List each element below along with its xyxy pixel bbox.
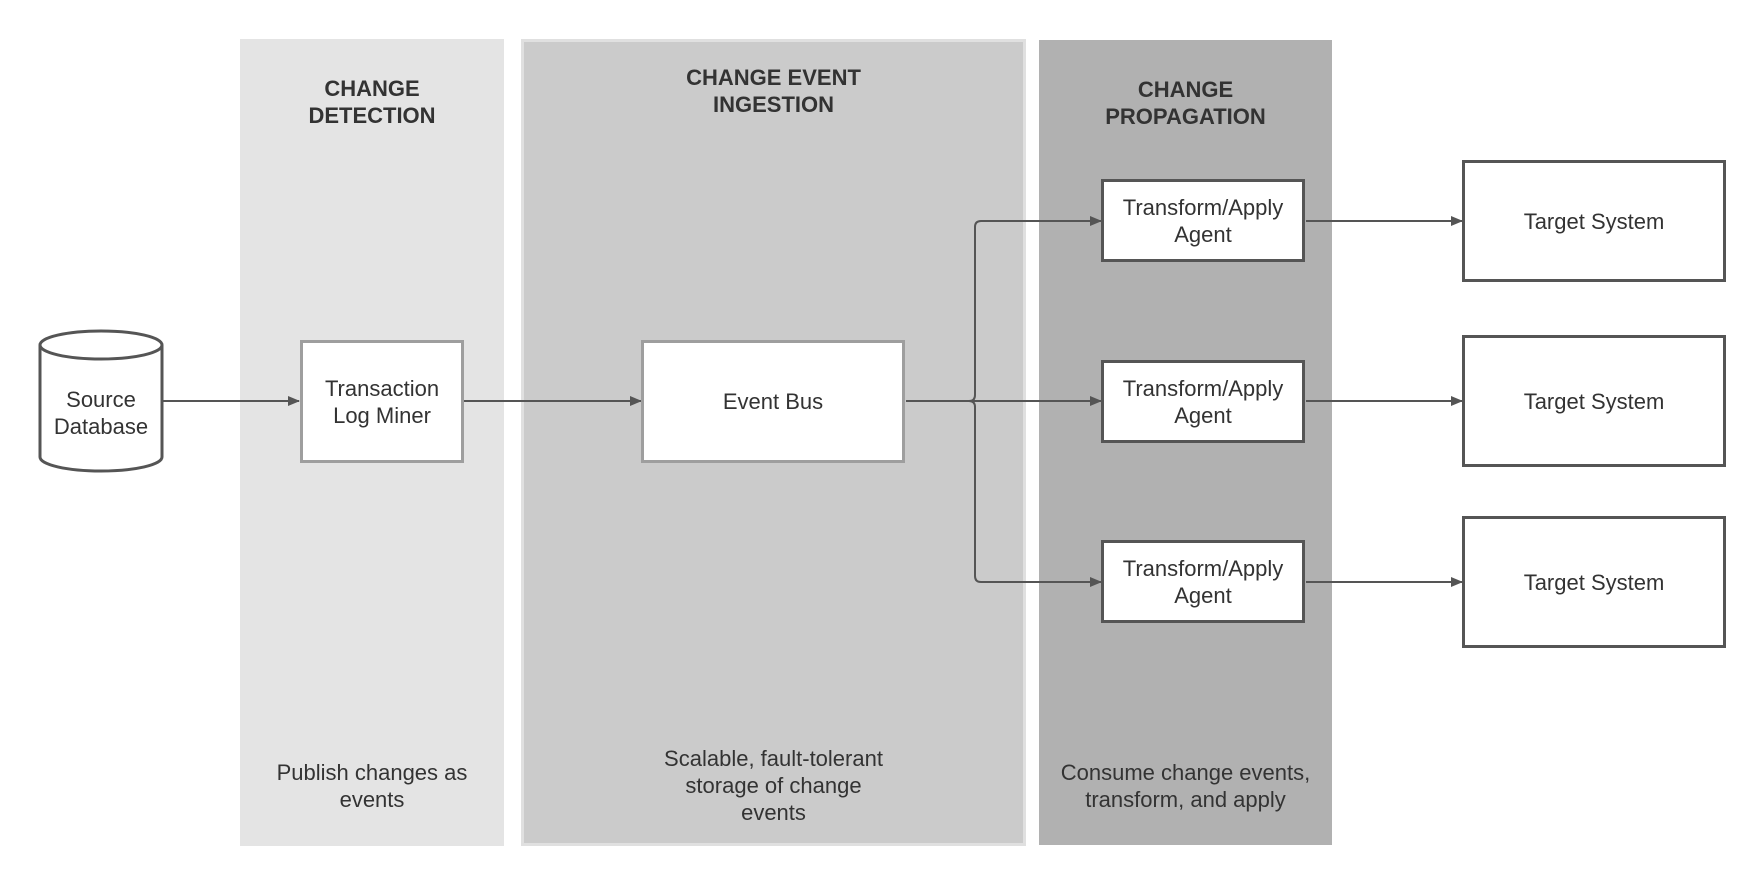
lane-title-detection: CHANGE DETECTION — [308, 76, 436, 128]
agent-label: Transform/Apply Agent — [1122, 194, 1284, 247]
agent-label: Transform/Apply Agent — [1122, 375, 1284, 428]
event-bus-node: Event Bus — [641, 340, 905, 463]
arrow-bus-to-agent-3 — [968, 400, 1102, 587]
target-system-label: Target System — [1523, 388, 1665, 414]
transaction-log-miner-node: Transaction Log Miner — [300, 340, 464, 463]
target-system-label: Target System — [1523, 208, 1665, 234]
lane-title-propagation: CHANGE PROPAGATION — [1105, 77, 1266, 129]
transform-apply-agent-3: Transform/Apply Agent — [1101, 540, 1305, 623]
target-system-2: Target System — [1462, 335, 1726, 467]
source-database-label: Source Database — [53, 387, 149, 439]
agent-label: Transform/Apply Agent — [1122, 555, 1284, 608]
lane-caption-detection: Publish changes as events — [276, 760, 468, 812]
transform-apply-agent-1: Transform/Apply Agent — [1101, 179, 1305, 262]
target-system-1: Target System — [1462, 160, 1726, 282]
transaction-log-miner-label: Transaction Log Miner — [324, 375, 440, 428]
transform-apply-agent-2: Transform/Apply Agent — [1101, 360, 1305, 443]
lane-title-ingestion: CHANGE EVENT INGESTION — [686, 65, 861, 117]
lane-caption-propagation: Consume change events, transform, and ap… — [1060, 760, 1311, 812]
target-system-3: Target System — [1462, 516, 1726, 648]
target-system-label: Target System — [1523, 569, 1665, 595]
arrow-bus-to-agent-1 — [906, 216, 1102, 402]
event-bus-label: Event Bus — [722, 389, 824, 414]
lane-caption-ingestion: Scalable, fault-tolerant storage of chan… — [664, 746, 883, 825]
database-icon — [38, 329, 164, 473]
